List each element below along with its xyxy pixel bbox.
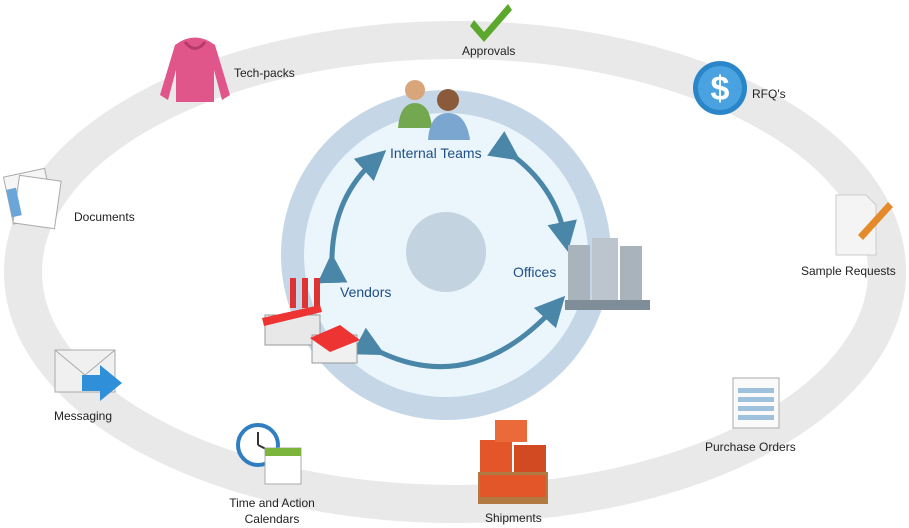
arrow-vendors-teams [317,150,387,284]
arrow-teams-offices [487,131,577,252]
documents-icon [2,167,62,230]
label-messaging: Messaging [54,409,113,423]
label-line-1: Time and Action [229,496,315,510]
label-tech-packs: Tech-packs [234,66,295,80]
label-purchase-orders: Purchase Orders [705,440,796,454]
people-icon [398,80,470,140]
factory-icon [262,278,360,364]
boxes-pallet-icon [478,420,548,504]
dollar-icon: $ [693,61,747,115]
label-vendors: Vendors [340,284,392,300]
envelope-arrow-icon [54,349,122,401]
label-internal-teams: Internal Teams [390,145,482,161]
document-pencil-icon [835,194,893,256]
label-documents: Documents [74,210,135,224]
spreadsheet-icon [732,377,780,429]
hoodie-icon [160,37,230,102]
checkmark-icon [470,4,512,42]
label-line-2: Calendars [244,512,300,526]
center-disc [406,212,486,292]
label-sample-requests: Sample Requests [801,264,896,278]
label-approvals: Approvals [462,44,516,58]
label-rfqs: RFQ's [752,87,786,101]
outer-ring [4,21,906,523]
svg-text:$: $ [711,70,730,108]
arrow-vendors-offices [351,295,566,370]
label-offices: Offices [513,264,557,280]
clock-calendar-icon [236,423,302,485]
buildings-icon [565,238,650,310]
label-shipments: Shipments [485,511,542,525]
